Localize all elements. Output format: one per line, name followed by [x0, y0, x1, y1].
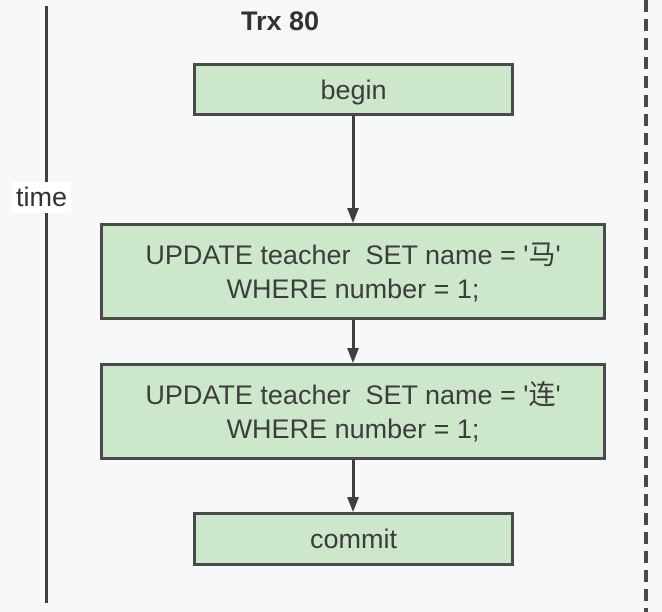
arrowhead-down-icon: [346, 208, 359, 223]
node-update-2: UPDATE teacher SET name = '连' WHERE numb…: [100, 363, 606, 460]
session-boundary-dashed-line: [644, 0, 648, 612]
arrow-shaft: [351, 116, 355, 213]
arrow-shaft: [351, 460, 355, 502]
node-commit: commit: [193, 512, 514, 566]
transaction-title: Trx 80: [241, 6, 320, 36]
time-axis-label: time: [12, 182, 72, 213]
arrowhead-down-icon: [346, 497, 359, 512]
node-begin: begin: [193, 63, 514, 116]
node-update-1: UPDATE teacher SET name = '马' WHERE numb…: [100, 223, 606, 320]
arrowhead-down-icon: [346, 348, 359, 363]
arrow-shaft: [351, 320, 355, 353]
time-axis-line: [45, 6, 48, 603]
